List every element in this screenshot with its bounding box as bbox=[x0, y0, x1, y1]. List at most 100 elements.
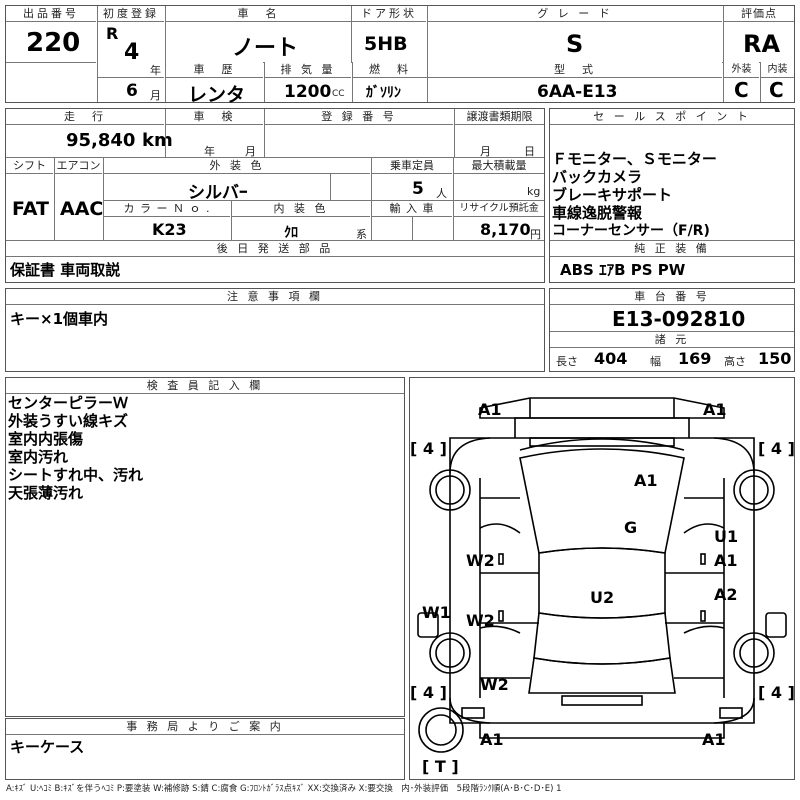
inspector-line: センターピラーＷ bbox=[8, 394, 129, 412]
exterior-color-value: シルバｰ bbox=[188, 183, 248, 203]
transfer-deadline-label: 譲渡書類期限 bbox=[455, 109, 544, 125]
inspector-line: 室内内張傷 bbox=[8, 430, 84, 448]
front-bumper bbox=[479, 397, 725, 419]
fuel-label: 燃 料 bbox=[353, 62, 427, 78]
width-label: 幅 bbox=[650, 355, 661, 368]
history-value: レンタ bbox=[188, 84, 246, 106]
reg-month-value: 6 bbox=[126, 81, 138, 101]
ac-label: エアコン bbox=[55, 158, 102, 174]
lot-number-value: 220 bbox=[26, 28, 81, 58]
mileage-label: 走 行 bbox=[6, 109, 164, 125]
month-unit: 月 bbox=[150, 89, 161, 102]
sales-point-line: コーナーセンサー（F/R) bbox=[552, 223, 710, 239]
lot-number-label: 出品番号 bbox=[6, 6, 96, 22]
tire-front-left bbox=[429, 469, 471, 511]
windshield bbox=[519, 448, 685, 554]
tire-tread-mark: [ 4 ] bbox=[758, 683, 794, 702]
chassis-number-label: 車 台 番 号 bbox=[550, 289, 794, 305]
capacity-value: 5 bbox=[412, 179, 424, 199]
notes-value: キー×1個車内 bbox=[10, 310, 109, 328]
first-registration-label: 初度登録 bbox=[98, 6, 164, 22]
model-value: 6AA-E13 bbox=[537, 82, 618, 102]
recycle-deposit-unit: 円 bbox=[530, 228, 541, 241]
grade-value: S bbox=[566, 30, 584, 58]
shift-label: シフト bbox=[6, 158, 53, 174]
inspector-line: 室内汚れ bbox=[8, 448, 69, 466]
damage-mark: A1 bbox=[478, 400, 502, 419]
interior-score-label: 内装 bbox=[761, 62, 794, 78]
equipment-value: ABS ｴｱB PS PW bbox=[560, 261, 686, 279]
height-label: 高さ bbox=[724, 355, 746, 368]
length-label: 長さ bbox=[556, 355, 578, 368]
damage-mark: A1 bbox=[634, 471, 658, 490]
later-parts-label: 後 日 発 送 部 品 bbox=[6, 241, 544, 257]
damage-mark: A1 bbox=[703, 400, 727, 419]
legend: A:ｷｽﾞ U:ﾍｺﾐ B:ｷｽﾞを伴うﾍｺﾐ P:要塗装 W:補修跡 S:錆 … bbox=[6, 784, 562, 794]
transfer-day-unit: 日 bbox=[524, 145, 535, 158]
spare-tire bbox=[418, 707, 464, 753]
exterior-score-value: C bbox=[734, 78, 749, 102]
capacity-label: 乗車定員 bbox=[372, 158, 452, 174]
tire-front-right bbox=[733, 469, 775, 511]
max-load-label: 最大積載量 bbox=[454, 158, 544, 174]
damage-mark: W2 bbox=[466, 611, 495, 630]
inspector-line: 天張薄汚れ bbox=[8, 484, 84, 502]
shift-value: FAT bbox=[12, 198, 49, 220]
damage-mark: A1 bbox=[714, 551, 738, 570]
inspector-section bbox=[5, 377, 405, 717]
score-value: RA bbox=[743, 30, 781, 58]
damage-mark: W2 bbox=[480, 675, 509, 694]
recycle-deposit-value: 8,170 bbox=[480, 220, 531, 239]
inspector-line: 外装うすい線キズ bbox=[8, 412, 129, 430]
inspection-label: 車 検 bbox=[166, 109, 263, 125]
spare-tire-mark: [ T ] bbox=[422, 757, 459, 776]
exterior-color-label: 外 装 色 bbox=[104, 158, 370, 174]
damage-mark: W1 bbox=[422, 603, 451, 622]
length-value: 404 bbox=[594, 349, 628, 368]
mileage-value: 95,840 bbox=[66, 130, 136, 151]
equipment-label: 純 正 装 備 bbox=[550, 241, 794, 257]
recycle-deposit-label: リサイクル預託金 bbox=[454, 201, 544, 217]
rear-glass bbox=[533, 612, 671, 665]
car-diagram-section bbox=[409, 377, 795, 780]
history-label: 車 歴 bbox=[166, 62, 263, 78]
damage-mark: U1 bbox=[714, 527, 738, 546]
inspector-line: シートすれ中、汚れ bbox=[8, 466, 144, 484]
door-type-value: 5HB bbox=[364, 33, 408, 55]
displacement-value: 1200 bbox=[284, 82, 332, 102]
interior-color-label: 内 装 色 bbox=[232, 201, 370, 217]
grade-label: グ レ ー ド bbox=[428, 6, 722, 22]
color-number-value: K23 bbox=[152, 220, 187, 239]
sales-point-line: ブレーキサポート bbox=[552, 186, 673, 204]
tailgate bbox=[528, 657, 676, 694]
damage-mark: G bbox=[624, 518, 637, 537]
score-label: 評価点 bbox=[724, 6, 794, 22]
exterior-score-label: 外装 bbox=[724, 62, 759, 78]
car-name-label: 車 名 bbox=[166, 6, 351, 22]
interior-score-value: C bbox=[769, 78, 784, 102]
sales-points-label: セ ー ル ス ポ イ ン ト bbox=[550, 109, 794, 125]
damage-mark: A1 bbox=[702, 730, 726, 749]
inspector-label: 検 査 員 記 入 欄 bbox=[6, 378, 404, 394]
car-diagram: A1 A1 A1 G U1 A1 W2 W2 U2 A2 W1 W2 A1 A1… bbox=[410, 397, 794, 776]
later-parts-value: 保証書 車両取説 bbox=[10, 261, 121, 279]
tire-tread-mark: [ 4 ] bbox=[410, 439, 447, 458]
height-value: 150 bbox=[758, 349, 792, 368]
rear-bumper bbox=[479, 723, 725, 739]
era-value: R bbox=[106, 24, 119, 43]
interior-color-value: ｸﾛ bbox=[284, 225, 298, 241]
damage-mark: A2 bbox=[714, 585, 738, 604]
transfer-month-unit: 月 bbox=[480, 145, 491, 158]
tire-rear-left bbox=[429, 632, 471, 674]
mileage-unit: km bbox=[142, 130, 173, 151]
import-label: 輸 入 車 bbox=[372, 201, 452, 217]
reg-year-value: 4 bbox=[124, 40, 140, 65]
office-value: キーケース bbox=[10, 738, 85, 756]
width-value: 169 bbox=[678, 349, 712, 368]
model-label: 型 式 bbox=[428, 62, 722, 78]
office-label: 事 務 局 よ り ご 案 内 bbox=[6, 719, 404, 735]
dimensions-label: 諸 元 bbox=[550, 332, 794, 348]
inspection-month-unit: 月 bbox=[245, 145, 256, 158]
tire-tread-mark: [ 4 ] bbox=[758, 439, 794, 458]
sales-point-line: バックカメラ bbox=[552, 168, 643, 186]
